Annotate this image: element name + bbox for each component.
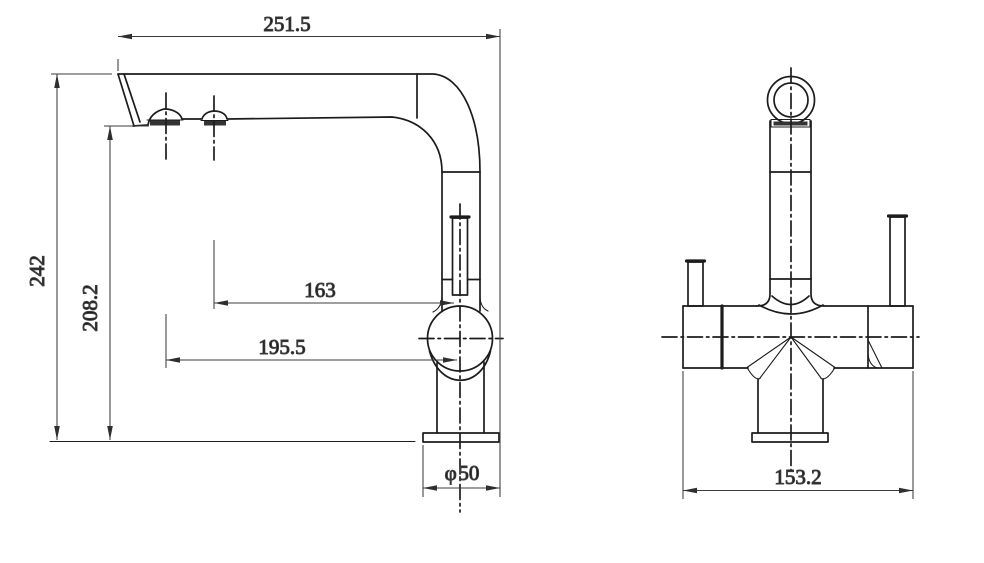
neck-sphere-fillet-left [432, 297, 443, 313]
spout-outline-under [132, 108, 443, 312]
dim-label-overall-height: 242 [25, 255, 49, 287]
fan-curve-right [820, 366, 836, 380]
spout-face-inner [123, 73, 141, 123]
neck-sphere-fillet-right [479, 297, 489, 312]
spout-outline-outer [117, 73, 481, 312]
fan-line-4 [790, 336, 836, 369]
dim-base-diameter: φ 50 [422, 445, 500, 497]
dim-spout-outlet-reach: 195.5 [165, 314, 457, 368]
riser-flare-right [810, 278, 825, 307]
fan-line-1 [746, 336, 792, 369]
aerator-2 [204, 120, 226, 126]
dim-label-body-width: 153.2 [774, 465, 821, 489]
dim-overall-height: 242 [25, 73, 112, 440]
saddle-arc-outer [758, 304, 824, 315]
dim-label-spout-outlet-reach: 195.5 [258, 335, 305, 359]
side-view [49, 73, 504, 513]
dim-outlet-height: 208.2 [78, 125, 149, 440]
dimensions: 251.5 242 208.2 163 [25, 12, 914, 499]
tbody-right-cap-arc [867, 353, 878, 369]
base-flange [422, 432, 500, 443]
dim-label-base-diameter: φ 50 [445, 461, 480, 485]
dim-label-filtered-outlet-reach: 163 [304, 278, 336, 302]
dim-body-width: 153.2 [682, 371, 914, 499]
front-view [661, 67, 920, 471]
riser-flare-left [756, 278, 771, 307]
dim-label-overall-reach: 251.5 [263, 12, 310, 36]
handle-left [687, 261, 704, 307]
fan-line-2 [759, 336, 792, 379]
spout-face-outer [117, 73, 135, 127]
front-base-flange [751, 432, 829, 443]
dim-label-outlet-height: 208.2 [78, 284, 102, 331]
dim-filtered-outlet-reach: 163 [213, 240, 454, 309]
dim-overall-reach: 251.5 [117, 12, 501, 497]
aerator-1 [150, 120, 180, 126]
valve-body-lower-arc [428, 350, 492, 382]
tbody-right-cap-diagonal [867, 339, 883, 369]
handle-right [889, 216, 906, 307]
fan-curve-left [746, 366, 761, 380]
fan-line-3 [790, 336, 822, 379]
